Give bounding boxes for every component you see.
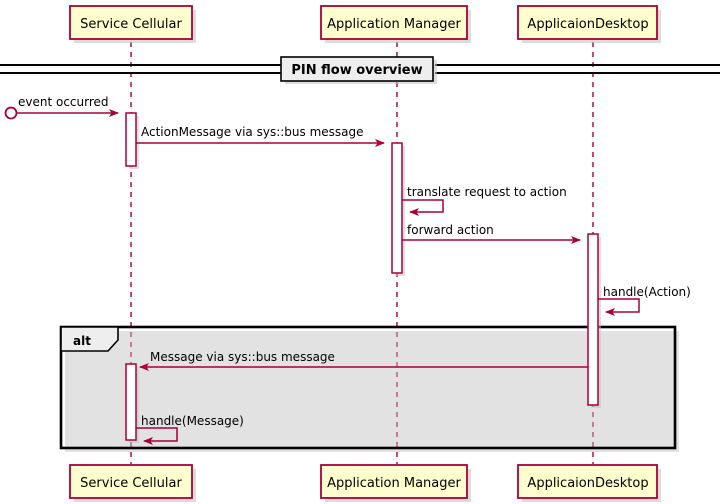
divider-pin-flow-overview: PIN flow overview	[0, 56, 720, 84]
participant-header-service-cellular[interactable]: Service Cellular	[69, 5, 196, 43]
participant-box[interactable]	[517, 464, 658, 499]
participant-box[interactable]	[320, 5, 468, 40]
alt-fragment-shadow	[65, 331, 679, 452]
participant-label-application-manager: Application Manager	[327, 17, 461, 32]
participant-box[interactable]	[69, 464, 193, 499]
participant-header-application-manager[interactable]: Application Manager	[320, 5, 471, 43]
activation-application-manager-1	[391, 142, 403, 274]
found-message-event-occurred[interactable]: event occurred	[4, 95, 119, 120]
participant-header-applicaion-desktop[interactable]: ApplicaionDesktop	[517, 5, 661, 43]
activation-bars-group	[125, 112, 601, 443]
message-label: translate request to action	[407, 185, 567, 199]
participant-label-service-cellular: Service Cellular	[80, 476, 182, 491]
message-label: Message via sys::bus message	[150, 350, 335, 364]
participant-label-service-cellular: Service Cellular	[80, 17, 182, 32]
message-label: ActionMessage via sys::bus message	[141, 125, 364, 139]
message-forward-action[interactable]: forward action	[402, 223, 581, 244]
message-bus-message-return[interactable]: Message via sys::bus message	[139, 350, 588, 371]
participant-label-applicaion-desktop: ApplicaionDesktop	[527, 476, 648, 491]
activation-service-cellular-2	[125, 363, 137, 441]
participant-label-application-manager: Application Manager	[327, 476, 461, 491]
alt-fragment-label-tab	[60, 326, 119, 352]
message-action-message[interactable]: ActionMessage via sys::bus message	[136, 125, 385, 147]
message-self-loop-path	[136, 427, 178, 445]
found-message-start-circle-icon	[4, 106, 18, 120]
found-message-label: event occurred	[18, 95, 109, 109]
divider-label-text: PIN flow overview	[291, 63, 422, 78]
participant-box[interactable]	[320, 464, 468, 499]
participant-box[interactable]	[517, 5, 658, 40]
message-handle-message[interactable]: handle(Message)	[136, 414, 244, 445]
alt-fragment-operator-label: alt	[73, 334, 91, 348]
divider-label-box	[280, 56, 434, 82]
participant-footer-service-cellular[interactable]: Service Cellular	[69, 464, 196, 502]
message-self-loop-path	[402, 199, 444, 216]
participant-footer-applicaion-desktop[interactable]: ApplicaionDesktop	[517, 464, 661, 502]
participant-box[interactable]	[69, 5, 193, 40]
message-translate-request-to-action[interactable]: translate request to action	[402, 185, 567, 216]
participant-footer-application-manager[interactable]: Application Manager	[320, 464, 471, 502]
alt-fragment-box	[59, 325, 677, 450]
message-label: handle(Action)	[603, 285, 691, 299]
message-self-loop-path	[598, 298, 640, 316]
activation-applicaion-desktop-1	[587, 233, 599, 406]
participant-label-applicaion-desktop: ApplicaionDesktop	[527, 17, 648, 32]
message-handle-action[interactable]: handle(Action)	[598, 285, 691, 316]
message-label: handle(Message)	[141, 414, 244, 428]
message-label: forward action	[407, 223, 494, 237]
activation-service-cellular-1	[125, 112, 137, 167]
alt-fragment: alt	[59, 325, 679, 452]
